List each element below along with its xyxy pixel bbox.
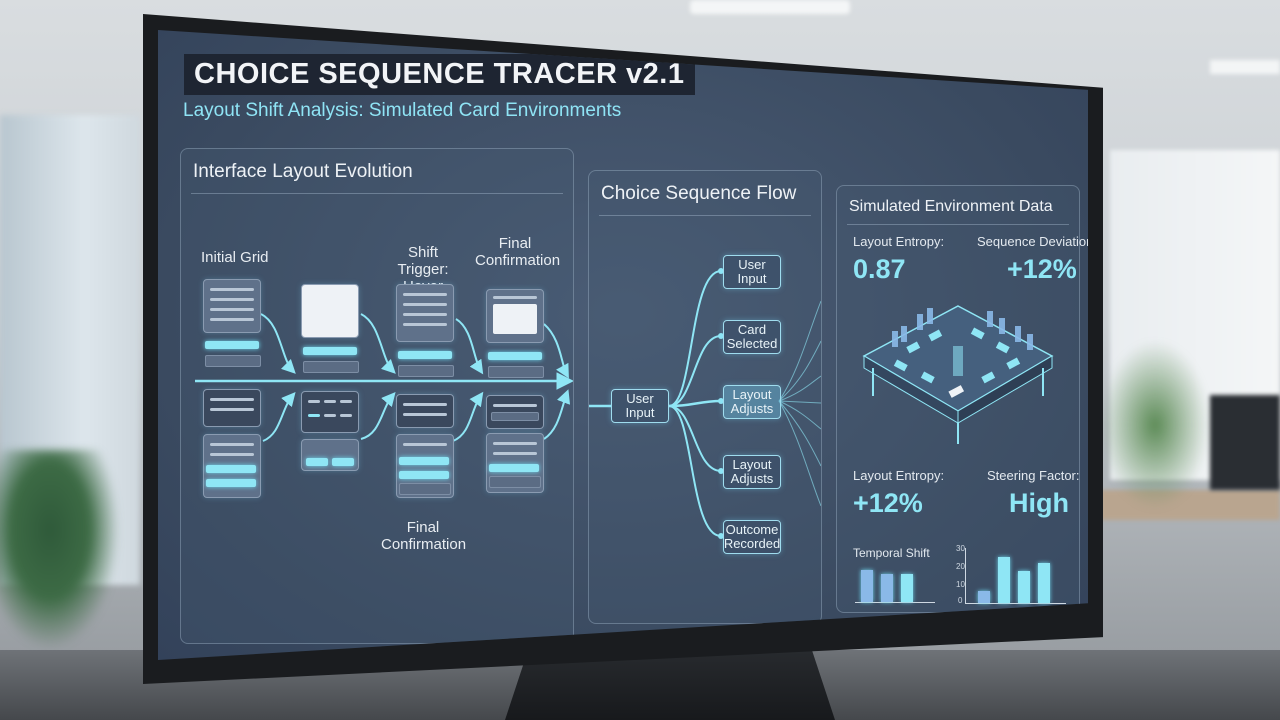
layout-mock-card (301, 391, 359, 433)
metric-label-layout-entropy: Layout Entropy: (853, 234, 945, 249)
stage-label-final-confirmation-lower: Final Confirmation (381, 519, 467, 553)
card-environment-illustration (862, 305, 1054, 444)
flow-node-user-input[interactable]: User Input (723, 255, 781, 289)
layout-mock-button (205, 355, 261, 367)
panel-title: Simulated Environment Data (849, 198, 1053, 215)
flow-node-user-input-source[interactable]: User Input (611, 389, 669, 423)
monitor-screen: CHOICE SEQUENCE TRACER v2.1 Layout Shift… (158, 30, 1088, 660)
layout-mock-card (203, 434, 261, 498)
ceiling-light (1210, 60, 1280, 74)
temporal-shift-label: Temporal Shift (853, 546, 930, 560)
layout-evolution-panel: Interface Layout Evolution Initial Grid … (180, 148, 574, 644)
layout-mock-card (301, 284, 359, 338)
chart-bar (1038, 563, 1050, 603)
layout-mock-button (205, 341, 259, 349)
metric-label-steering-factor: Steering Factor: (987, 468, 1080, 483)
layout-mock-card (301, 439, 359, 471)
stage-label-initial-grid: Initial Grid (201, 249, 269, 266)
background-monitor (1210, 395, 1280, 490)
flow-node-card-selected[interactable]: Card Selected (723, 320, 781, 354)
divider (599, 215, 811, 216)
panel-title: Interface Layout Evolution (193, 161, 413, 182)
layout-mock-card (396, 434, 454, 498)
divider (847, 224, 1069, 225)
layout-mock-button (398, 351, 452, 359)
axis-tick: 0 (958, 596, 963, 605)
layout-mock-card (203, 279, 261, 333)
flow-node-layout-adjusts-2[interactable]: Layout Adjusts (723, 455, 781, 489)
choice-sequence-panel: Choice Sequence Flow User Input User Inp… (588, 170, 822, 624)
background-plant (1100, 340, 1210, 510)
axis-tick: 30 (956, 544, 965, 553)
metric-value-sequence-deviation: +12% (1007, 254, 1077, 284)
axis-tick: 10 (956, 580, 965, 589)
layout-mock-button (303, 347, 357, 355)
divider (191, 193, 563, 194)
layout-mock-button (398, 365, 454, 377)
chart-bar (901, 574, 913, 602)
chart-bar (881, 574, 893, 602)
metric-value-layout-entropy: 0.87 (853, 254, 906, 284)
environment-data-panel: Simulated Environment Data Layout Entrop… (836, 185, 1088, 613)
background-plant (0, 450, 120, 650)
choice-flow-lines (589, 268, 821, 539)
deviation-chart: 30 20 10 0 (956, 544, 1066, 605)
layout-mock-card (486, 289, 544, 343)
flow-node-outcome-recorded[interactable]: Outcome Recorded (723, 520, 781, 554)
layout-mock-card (486, 433, 544, 493)
app-title: CHOICE SEQUENCE TRACER v2.1 (184, 54, 695, 95)
ceiling-light (690, 0, 850, 14)
layout-mock-card (486, 395, 544, 429)
layout-mock-button (488, 366, 544, 378)
stage-label-final-confirmation: Final Confirmation (475, 235, 561, 269)
panel-title: Choice Sequence Flow (601, 183, 797, 204)
metric-value-layout-entropy-2: +12% (853, 488, 923, 518)
layout-mock-card (396, 394, 454, 428)
metric-value-steering-factor: High (1009, 488, 1069, 518)
chart-bar (861, 570, 873, 602)
chart-bar (1018, 571, 1030, 603)
flow-node-layout-adjusts[interactable]: Layout Adjusts (723, 385, 781, 419)
metric-label-sequence-deviation: Sequence Deviation: (977, 234, 1088, 249)
layout-flow-arrows (195, 313, 573, 442)
layout-mock-card (203, 389, 261, 427)
metric-label-layout-entropy-2: Layout Entropy: (853, 468, 945, 483)
layout-mock-card (396, 284, 454, 342)
app-subtitle: Layout Shift Analysis: Simulated Card En… (183, 100, 622, 121)
layout-mock-button (303, 361, 359, 373)
axis-tick: 20 (956, 562, 965, 571)
layout-mock-button (488, 352, 542, 360)
temporal-shift-chart (855, 564, 935, 603)
chart-bar (998, 557, 1010, 603)
chart-bar (978, 591, 990, 603)
